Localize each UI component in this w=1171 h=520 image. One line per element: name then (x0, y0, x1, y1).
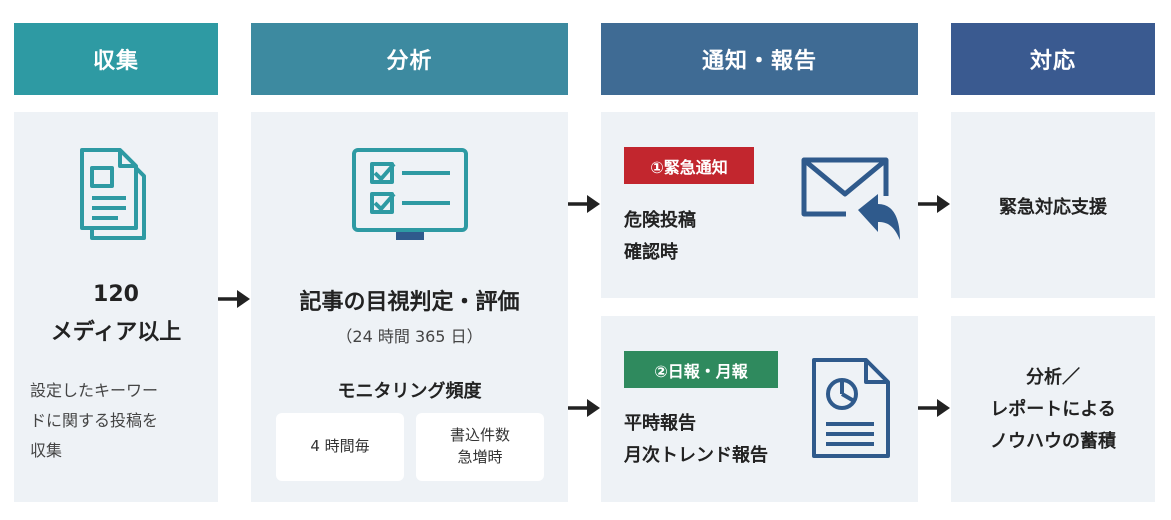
arrow-right-icon (568, 195, 600, 213)
frequency-title: モニタリング頻度 (337, 381, 482, 402)
arrow-right-icon (568, 399, 600, 417)
panel-respond-urgent (951, 112, 1155, 298)
header-notify-label: 通知・報告 (701, 49, 817, 74)
header-respond: 対応 (951, 23, 1155, 95)
header-respond-label: 対応 (1029, 49, 1076, 74)
frequency-surge: 書込件数 急増時 (416, 413, 544, 481)
report-text: 平時報告 月次トレンド報告 (624, 413, 768, 466)
frequency-4-hours: 4 時間毎 (276, 413, 404, 481)
header-collect: 収集 (14, 23, 218, 95)
frequency-surge-label: 書込件数 急増時 (449, 426, 510, 466)
panel-respond-report (951, 316, 1155, 502)
header-analyze: 分析 (251, 23, 568, 95)
urgent-tag-label: ①緊急通知 (650, 157, 728, 177)
mail-reply-icon (801, 157, 900, 240)
report-tag: ②日報・月報 (624, 351, 778, 388)
report-tag-label: ②日報・月報 (654, 361, 748, 381)
collect-description: 設定したキーワー ドに関する投稿を 収集 (30, 381, 159, 460)
collect-count: 120 (93, 282, 139, 307)
header-notify: 通知・報告 (601, 23, 918, 95)
checklist-monitor-icon (352, 148, 468, 240)
arrow-right-icon (918, 195, 950, 213)
urgent-text: 危険投稿 確認時 (624, 210, 696, 263)
collect-media: メディア以上 (50, 320, 182, 345)
frequency-4-hours-label: 4 時間毎 (310, 437, 370, 456)
respond-report-text: 分析／ レポートによる ノウハウの蓄積 (990, 367, 1116, 452)
arrow-right-icon (918, 399, 950, 417)
arrow-right-icon (218, 290, 250, 308)
panel-notify-report (601, 316, 918, 502)
analyze-title: 記事の目視判定・評価 (299, 290, 520, 315)
analyze-hours: （24 時間 365 日） (336, 327, 483, 346)
header-collect-label: 収集 (92, 49, 139, 74)
respond-urgent-text: 緊急対応支援 (999, 197, 1107, 218)
pie-chart-report-icon (812, 358, 890, 458)
document-stack-icon (80, 148, 146, 240)
urgent-tag: ①緊急通知 (624, 147, 754, 184)
header-analyze-label: 分析 (386, 49, 433, 74)
